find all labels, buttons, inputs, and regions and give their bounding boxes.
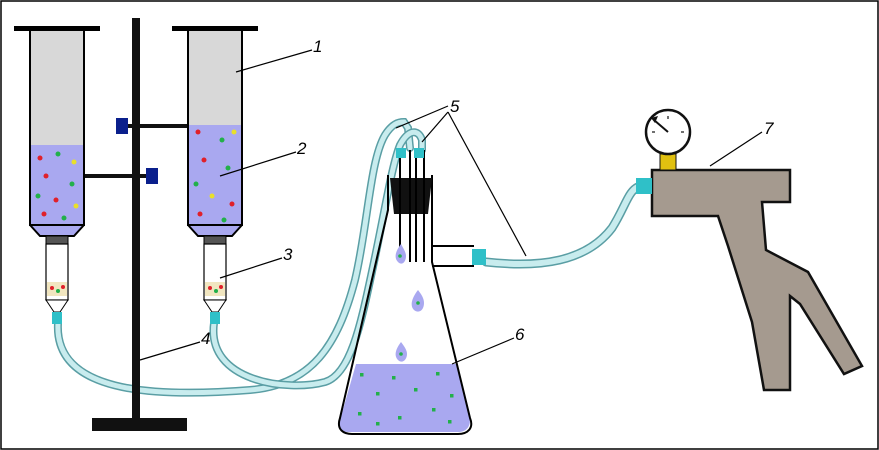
label-5: 5 <box>450 97 460 116</box>
connector <box>210 312 220 324</box>
label-4: 4 <box>201 329 210 348</box>
label-7: 7 <box>764 119 774 138</box>
leader-lines <box>139 49 763 365</box>
vacuum-pump <box>636 108 864 392</box>
clamp-knob-lower <box>146 168 158 184</box>
syringe-right <box>172 26 258 324</box>
label-6: 6 <box>515 325 525 344</box>
label-1: 1 <box>313 37 322 56</box>
callout-labels: 1 2 3 4 5 6 7 <box>201 37 774 348</box>
filter-flask <box>338 148 486 435</box>
syringe-left <box>14 26 100 324</box>
clamp-knob-upper <box>116 118 128 134</box>
label-2: 2 <box>296 139 307 158</box>
label-3: 3 <box>283 245 293 264</box>
gauge-neck <box>659 153 677 171</box>
tubing <box>53 117 645 397</box>
connector <box>52 312 62 324</box>
connector <box>472 249 486 265</box>
connector <box>636 178 652 194</box>
